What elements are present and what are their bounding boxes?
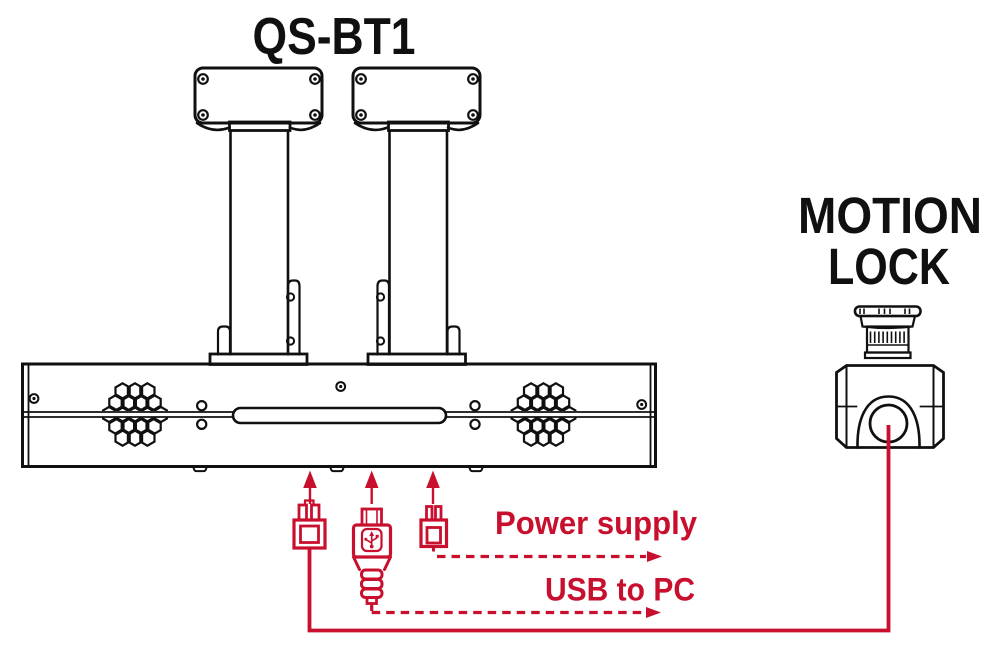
up-arrow-icon-usb bbox=[364, 470, 379, 504]
actuator-tower-right bbox=[351, 66, 482, 366]
motion-lock-label-line2: LOCK bbox=[828, 238, 950, 295]
support-wing-right bbox=[446, 121, 480, 132]
post-cap bbox=[387, 120, 450, 132]
panel-seam bbox=[24, 411, 655, 418]
mounting-hole bbox=[469, 400, 481, 412]
up-arrow-icon-power bbox=[426, 470, 440, 504]
base-unit bbox=[21, 362, 657, 473]
usb-plug-icon bbox=[351, 507, 393, 605]
estop-cap-ticks bbox=[859, 308, 911, 314]
usb-trident-glyph bbox=[364, 531, 379, 549]
support-wing-left bbox=[353, 121, 389, 132]
handle-slot bbox=[231, 406, 448, 425]
power-supply-label: Power supply bbox=[495, 505, 697, 541]
estop-flange bbox=[863, 351, 912, 360]
power-supply-dashed-arrow bbox=[437, 551, 662, 562]
device-linework: QS-BT1 bbox=[21, 8, 982, 473]
mounting-hole bbox=[195, 400, 208, 412]
support-wing-left bbox=[195, 121, 231, 132]
base-edge-inner-lines bbox=[27, 364, 652, 466]
mounting-hole bbox=[469, 418, 481, 430]
bracket-hole bbox=[285, 336, 296, 346]
support-wing-right bbox=[288, 121, 322, 132]
actuator-tower-left bbox=[193, 66, 324, 366]
device-title: QS-BT1 bbox=[253, 8, 416, 66]
post-cap bbox=[228, 120, 292, 132]
base-outline bbox=[21, 362, 657, 468]
estop-cap-skirt bbox=[859, 314, 917, 330]
mount-bracket-outer bbox=[446, 325, 461, 356]
power-plug-icon bbox=[419, 505, 449, 552]
motion-lock: MOTION LOCK bbox=[798, 187, 982, 449]
mount-bracket-outer bbox=[216, 325, 232, 356]
bracket-hole bbox=[375, 336, 386, 346]
mount-bracket-inner bbox=[376, 279, 391, 356]
estop-bell-arc bbox=[856, 395, 921, 449]
motion-lock-cable bbox=[307, 425, 891, 633]
motion-lock-label-line1: MOTION bbox=[798, 187, 982, 244]
usb-dashed-arrow bbox=[370, 604, 661, 618]
connection-annotations: Power supply USB to PC bbox=[292, 425, 891, 633]
usb-to-pc-label: USB to PC bbox=[545, 572, 695, 608]
mounting-hole bbox=[195, 418, 208, 430]
mount-bracket-inner bbox=[286, 279, 301, 356]
bracket-hole bbox=[285, 292, 296, 302]
motor-plug-icon bbox=[292, 499, 327, 550]
bracket-hole bbox=[375, 292, 386, 302]
estop-knurl-ticks bbox=[869, 331, 905, 343]
